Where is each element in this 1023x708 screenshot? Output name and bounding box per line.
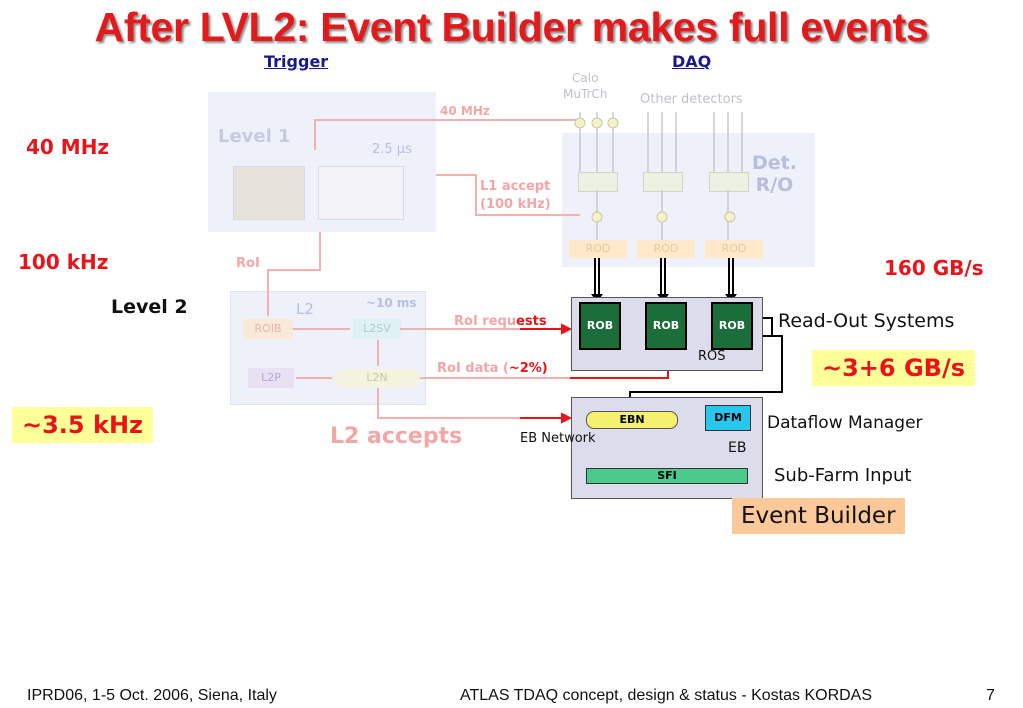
det-box-1 xyxy=(578,172,618,192)
roib-box: ROIB xyxy=(243,319,293,339)
page-number: 7 xyxy=(986,687,995,704)
rate-40mhz: 40 MHz xyxy=(26,135,110,159)
eb-network-label: EB Network xyxy=(520,431,596,446)
l1-accept: L1 accept (100 kHz) xyxy=(480,179,551,212)
rate-3-5khz: ~3.5 kHz xyxy=(12,407,153,443)
l2-latency: ~10 ms xyxy=(366,296,417,310)
rob-3: ROB xyxy=(711,302,753,350)
det-box-2 xyxy=(643,172,683,192)
l2n-box: L2N xyxy=(334,369,420,387)
rate-3-6gbs: ~3+6 GB/s xyxy=(812,350,976,386)
level1-image-2 xyxy=(318,166,404,220)
level1-image-1 xyxy=(233,166,305,220)
rob-1: ROB xyxy=(579,302,621,350)
det-ro-label: Det. R/O xyxy=(752,152,797,196)
level2-label: Level 2 xyxy=(111,296,188,318)
l2sv-box: L2SV xyxy=(353,319,401,339)
rob-2: ROB xyxy=(645,302,687,350)
l2-label: L2 xyxy=(296,300,314,318)
ebn-box: EBN xyxy=(586,411,678,429)
l2p-box: L2P xyxy=(248,368,294,388)
read-out-systems-label: Read-Out Systems xyxy=(778,310,955,332)
daq-header: DAQ xyxy=(672,52,712,71)
level1-label: Level 1 xyxy=(218,126,291,147)
level1-latency: 2.5 µs xyxy=(372,142,412,157)
footer-left: IPRD06, 1-5 Oct. 2006, Siena, Italy xyxy=(27,687,277,704)
rod-3: ROD xyxy=(705,240,763,258)
slide-title: After LVL2: Event Builder makes full eve… xyxy=(94,4,929,50)
roi-requests: RoI requests xyxy=(454,314,547,329)
sfi-box: SFI xyxy=(586,468,748,484)
other-detectors: Other detectors xyxy=(640,92,743,107)
sub-farm-input-label: Sub-Farm Input xyxy=(774,465,912,486)
eb-label: EB xyxy=(728,440,747,456)
roi-data: RoI data (~2%) xyxy=(437,361,548,376)
trigger-header: Trigger xyxy=(264,52,329,71)
roi-label: RoI xyxy=(236,256,260,271)
rod-1: ROD xyxy=(569,240,627,258)
calo-label: Calo MuTrCh xyxy=(563,71,608,101)
l2-accepts: L2 accepts xyxy=(330,424,463,449)
rod-2: ROD xyxy=(637,240,695,258)
freq-40mhz: 40 MHz xyxy=(440,104,490,118)
rate-100khz: 100 kHz xyxy=(18,250,109,274)
footer-center: ATLAS TDAQ concept, design & status - Ko… xyxy=(460,687,873,704)
event-builder-label: Event Builder xyxy=(732,498,905,534)
rate-160gbs: 160 GB/s xyxy=(884,256,984,280)
dataflow-manager-label: Dataflow Manager xyxy=(767,413,923,433)
dfm-box: DFM xyxy=(705,405,751,431)
det-box-3 xyxy=(709,172,749,192)
ros-label: ROS xyxy=(698,349,726,364)
